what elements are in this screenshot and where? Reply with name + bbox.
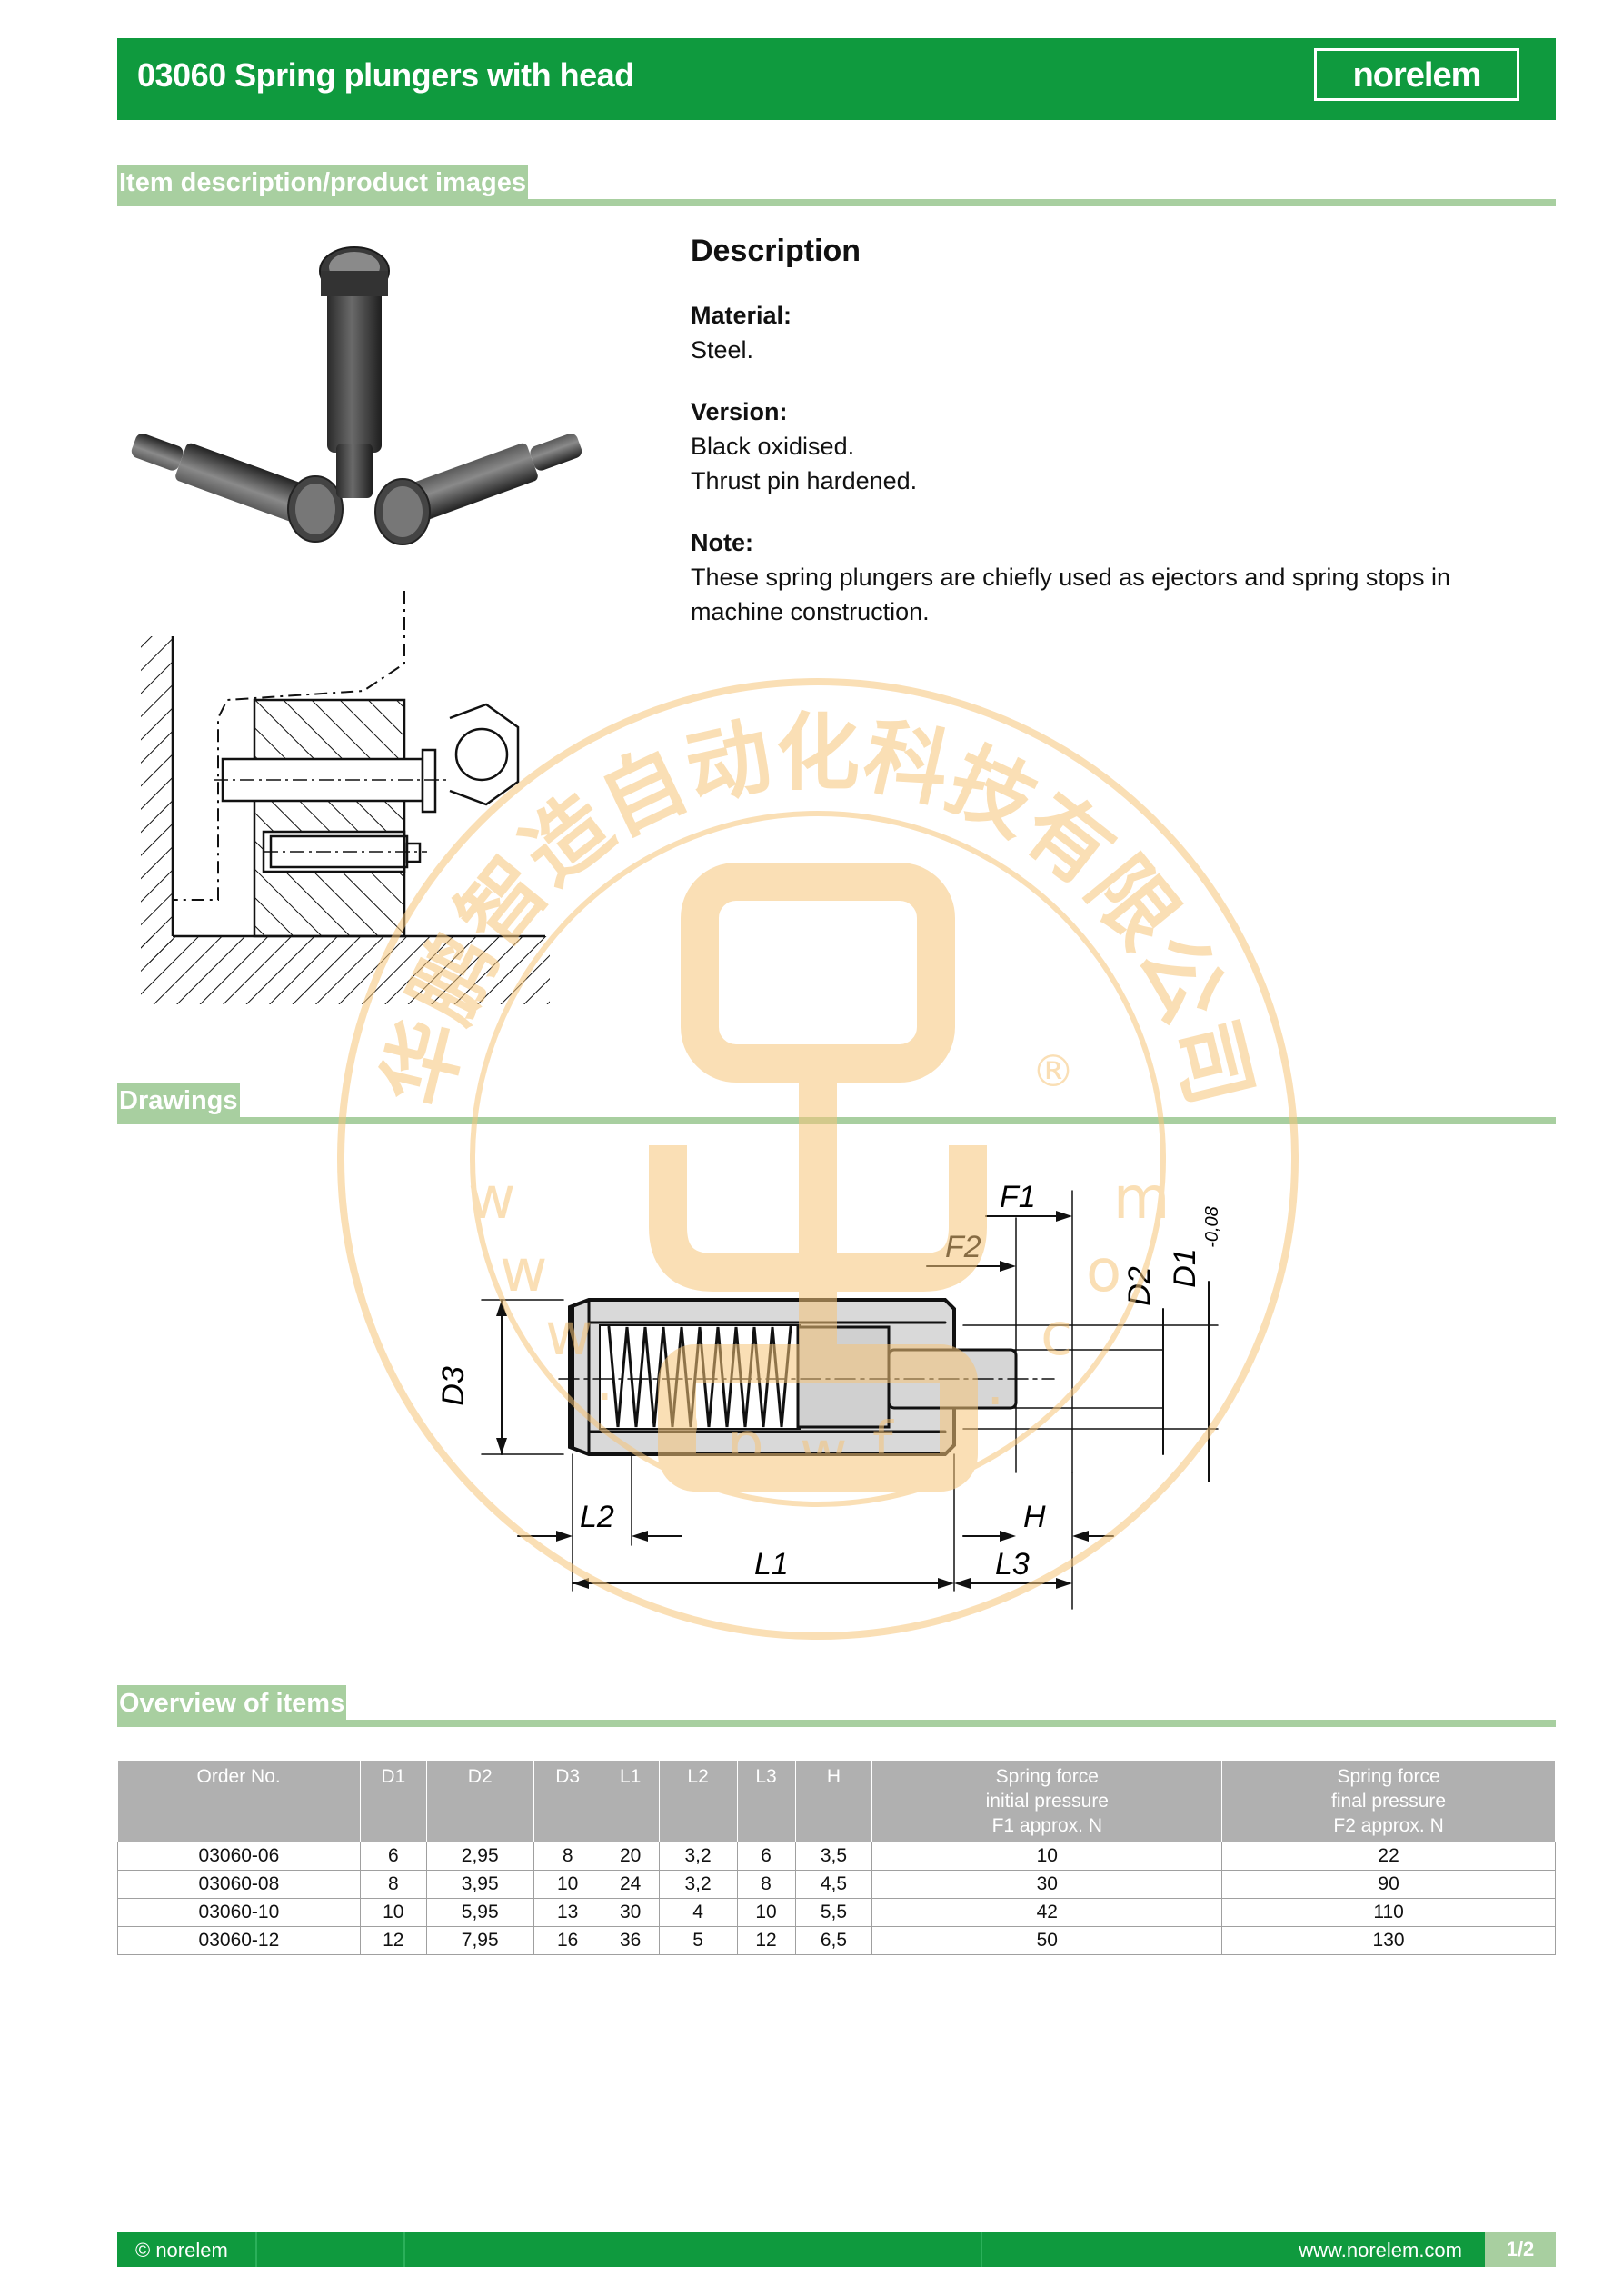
- column-header: D1: [360, 1761, 427, 1842]
- page-number: 1/2: [1485, 2232, 1556, 2267]
- label-l3: L3: [995, 1547, 1030, 1582]
- footer-divider: [403, 2232, 405, 2267]
- product-image: [131, 246, 582, 545]
- section-title-drawings: Drawings: [117, 1083, 240, 1119]
- section-rule: [117, 199, 1556, 206]
- column-header: L3: [737, 1761, 796, 1842]
- column-header: D2: [426, 1761, 534, 1842]
- footer: © norelem www.norelem.com 1/2: [117, 2232, 1556, 2267]
- norelem-logo: norelem: [1314, 48, 1519, 101]
- logo-mark: norelem: [1353, 56, 1482, 95]
- title-bar: 03060 Spring plungers with head norelem: [117, 38, 1556, 120]
- column-header: L1: [602, 1761, 660, 1842]
- column-header: H: [795, 1761, 873, 1842]
- watermark-registered: ®: [1031, 1046, 1075, 1097]
- page-title: 03060 Spring plungers with head: [137, 56, 634, 94]
- description-panel: Description Material: Steel. Version: Bl…: [691, 234, 1545, 629]
- watermark-bom: BOM: [742, 960, 894, 1033]
- column-header: D3: [533, 1761, 602, 1842]
- footer-divider: [255, 2232, 257, 2267]
- material-text: Steel.: [691, 336, 754, 364]
- footer-divider: [981, 2232, 982, 2267]
- section-title-overview: Overview of items: [117, 1685, 347, 1722]
- section-title-item-description: Item description/product images: [117, 165, 528, 201]
- note-text: These spring plungers are chiefly used a…: [691, 564, 1450, 625]
- label-h: H: [1023, 1500, 1046, 1534]
- version-label: Version:: [691, 398, 788, 425]
- description-heading: Description: [691, 234, 861, 268]
- section-rule: [117, 1720, 1556, 1727]
- column-header: Order No.: [117, 1761, 361, 1842]
- label-d3: D3: [436, 1366, 471, 1406]
- table-header-row: Order No. D1 D2 D3 L1 L2 L3 H Spring for…: [117, 1761, 1556, 1842]
- label-d1-tolerance: -0,08: [1202, 1206, 1222, 1248]
- items-table: Order No. D1 D2 D3 L1 L2 L3 H Spring for…: [117, 1761, 1556, 1955]
- website-link[interactable]: www.norelem.com: [1299, 2239, 1462, 2261]
- svg-text:norelem: norelem: [1353, 56, 1481, 95]
- note-label: Note:: [691, 529, 753, 556]
- application-drawing: [141, 591, 550, 1004]
- label-l1: L1: [754, 1547, 789, 1582]
- label-d1: D1: [1168, 1248, 1202, 1287]
- label-f1: F1: [1000, 1180, 1036, 1214]
- column-header: L2: [659, 1761, 738, 1842]
- version-line: Thrust pin hardened.: [691, 467, 918, 494]
- version-line: Black oxidised.: [691, 433, 855, 460]
- label-l2: L2: [580, 1500, 614, 1534]
- label-d2: D2: [1122, 1266, 1157, 1306]
- copyright: © norelem: [135, 2239, 228, 2261]
- section-rule: [117, 1117, 1556, 1124]
- material-label: Material:: [691, 302, 792, 329]
- technical-drawing: D3 D2 D1 -0,08 F1 F2 L2 H L1 L3: [436, 1180, 1222, 1610]
- label-f2: F2: [945, 1230, 981, 1264]
